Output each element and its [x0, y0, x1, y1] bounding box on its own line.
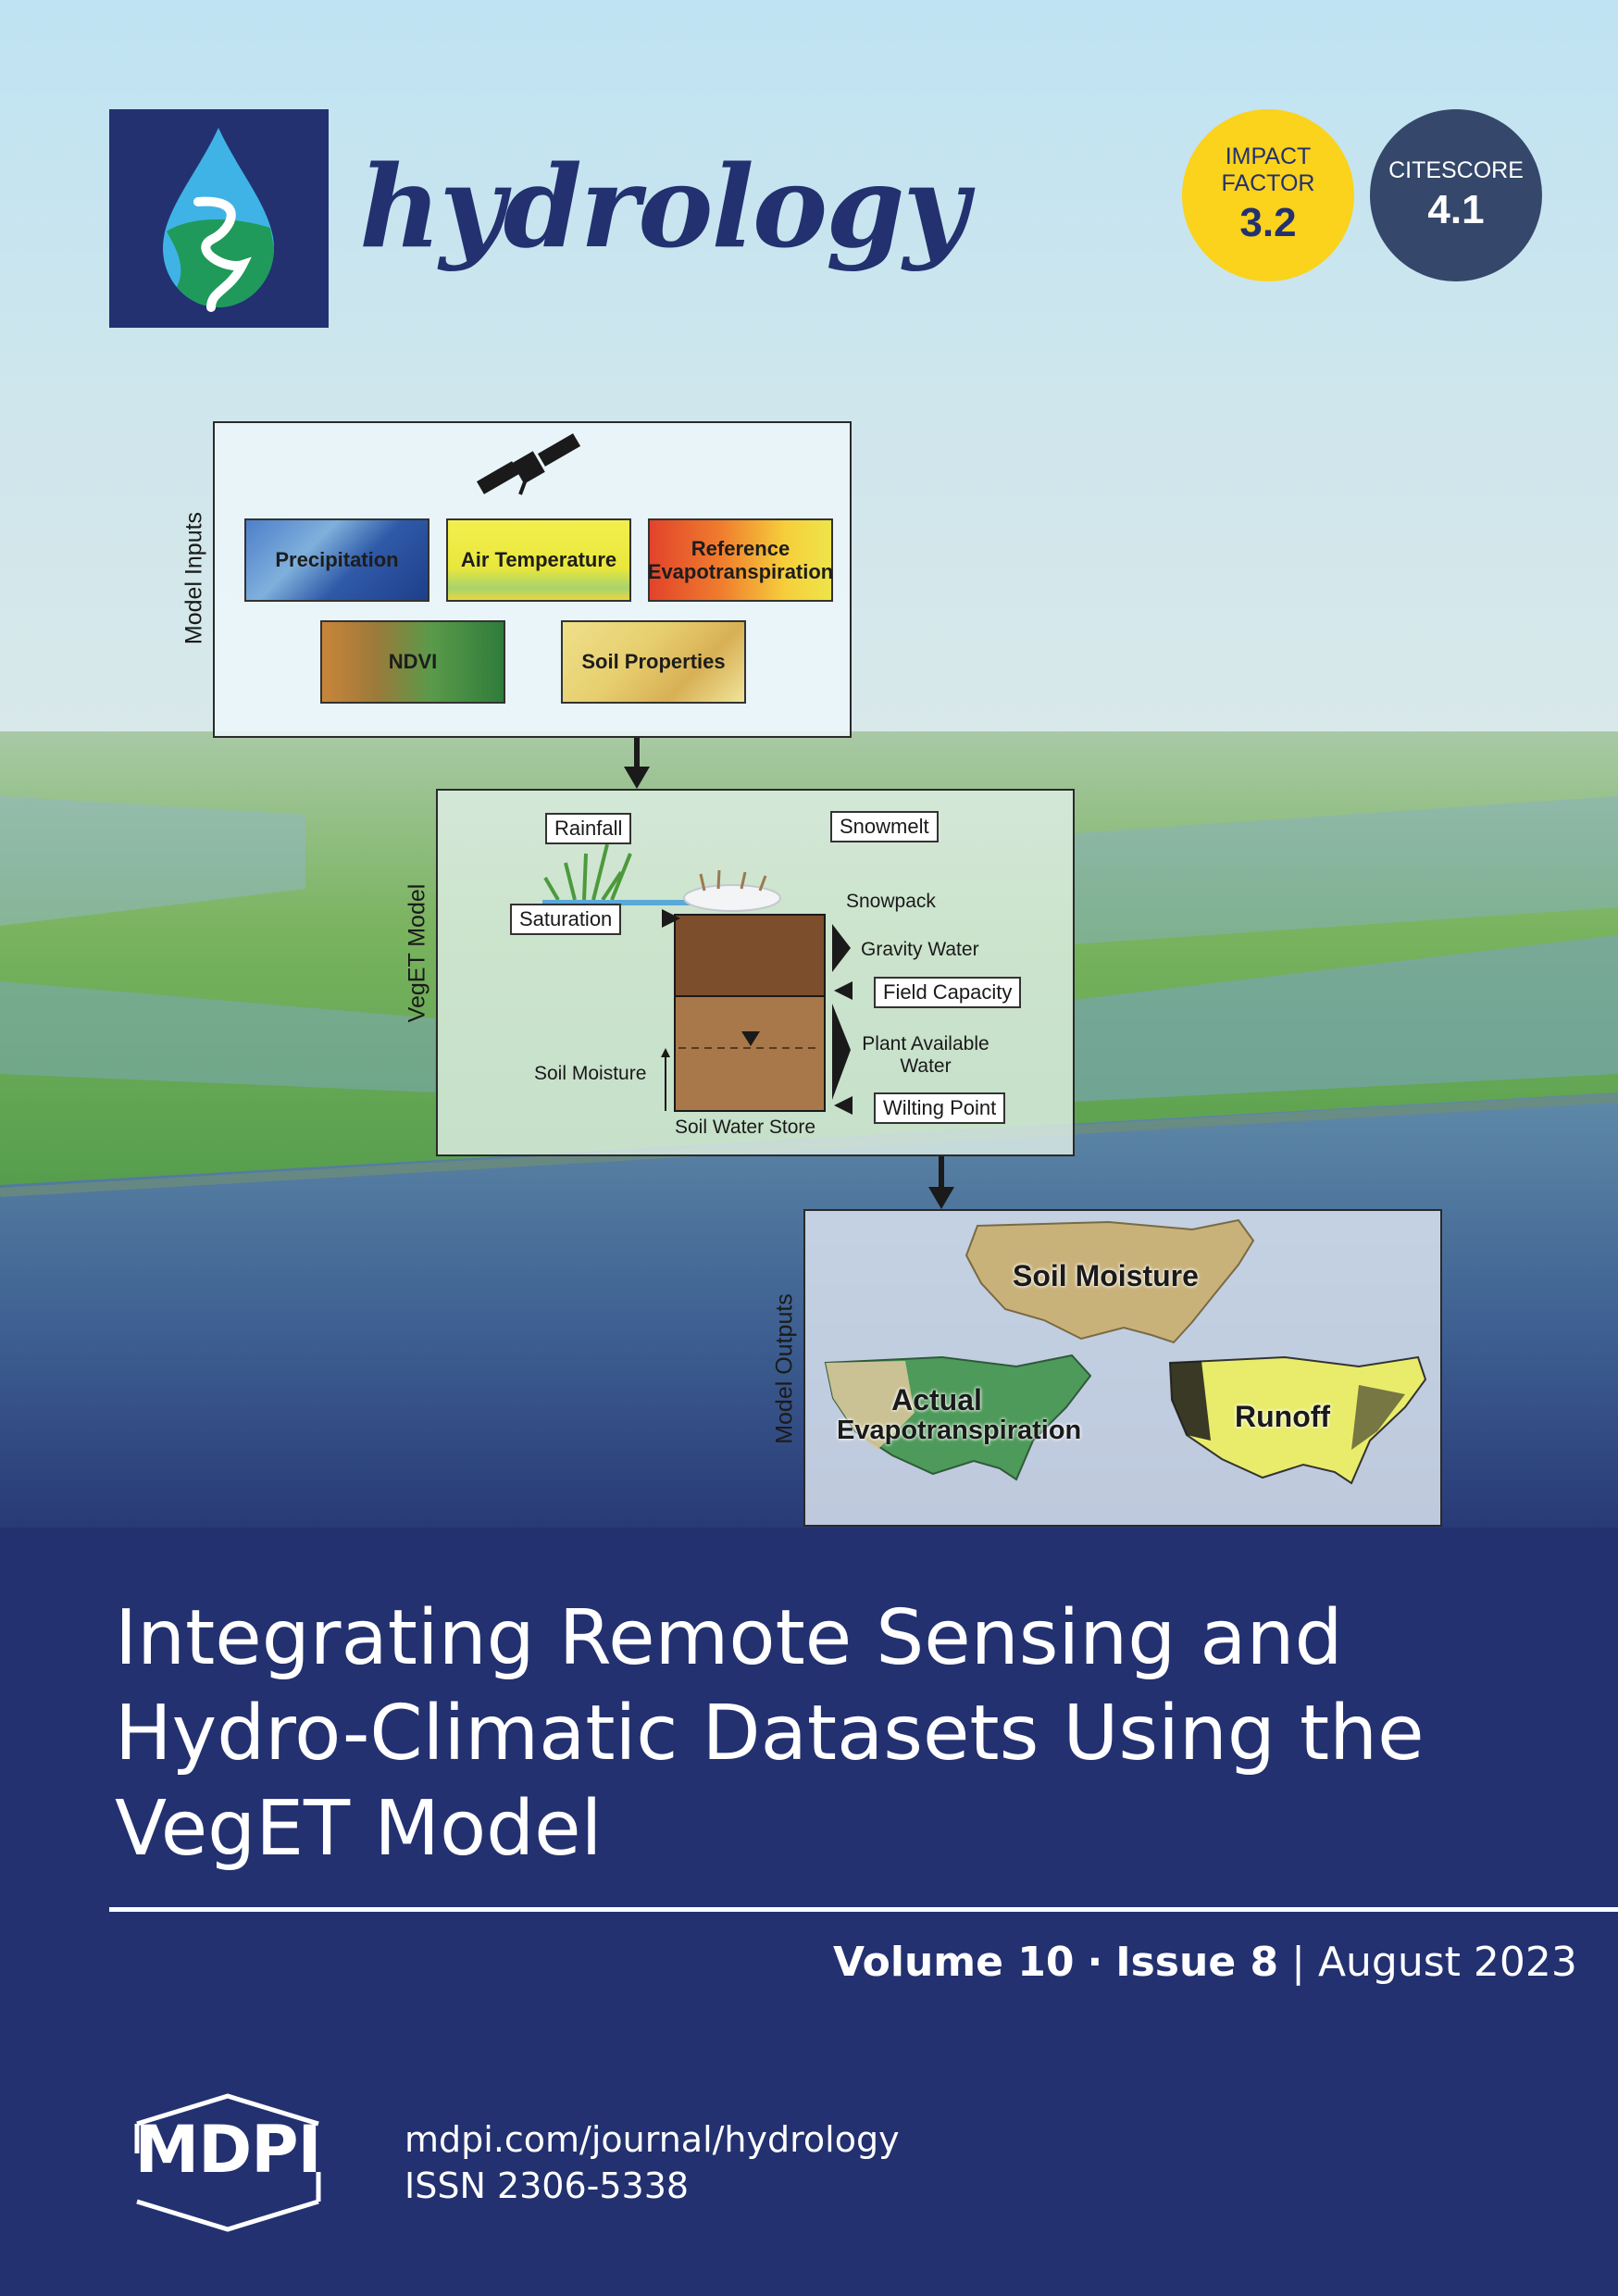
map-label-actual-et: Actual Evapotranspiration	[837, 1383, 1082, 1445]
output-maps	[824, 1218, 1427, 1485]
journal-logo	[109, 109, 329, 328]
tile-reference-evapotranspiration: Reference Evapotranspiration	[648, 518, 833, 602]
issue-separator: ·	[1087, 1939, 1103, 1986]
issue-divider: |	[1291, 1939, 1305, 1986]
water-drop-icon	[163, 128, 274, 312]
label-saturation: Saturation	[510, 904, 622, 935]
journal-name: hydrology	[359, 140, 968, 273]
citescore-badge: CITESCORE 4.1	[1370, 109, 1542, 281]
article-title: Integrating Remote Sensing and Hydro-Cli…	[115, 1591, 1559, 1877]
label-plant-available-water: Plant Available Water	[859, 1033, 992, 1078]
issue-number: Issue 8	[1115, 1939, 1279, 1986]
mdpi-logo-hexagon	[134, 2093, 321, 2232]
impact-factor-label-2: FACTOR	[1221, 170, 1315, 196]
label-gravity-water: Gravity Water	[861, 939, 979, 960]
journal-issn: ISSN 2306-5338	[404, 2165, 690, 2206]
label-plant-available-2: Water	[900, 1055, 952, 1077]
label-snowmelt: Snowmelt	[830, 811, 939, 842]
volume-number: Volume 10	[833, 1939, 1075, 1986]
arrow-head-2	[928, 1187, 954, 1209]
soil-column-diagram	[542, 843, 853, 1115]
impact-factor-label-1: IMPACT	[1225, 144, 1312, 169]
journal-url[interactable]: mdpi.com/journal/hydrology	[404, 2119, 900, 2160]
map-soil-moisture	[965, 1218, 1255, 1344]
impact-factor-value: 3.2	[1239, 200, 1297, 245]
impact-factor-badge: IMPACT FACTOR 3.2	[1182, 109, 1354, 281]
title-divider	[109, 1907, 1618, 1912]
tile-ref-line2: Evapotranspiration	[647, 560, 834, 583]
tile-soil-properties: Soil Properties	[561, 620, 746, 704]
citescore-value: 4.1	[1427, 186, 1485, 232]
tile-ndvi: NDVI	[320, 620, 505, 704]
citescore-label: CITESCORE	[1388, 156, 1524, 183]
label-soil-moisture: Soil Moisture	[534, 1063, 647, 1084]
tile-precipitation: Precipitation	[244, 518, 429, 602]
label-wilting-point: Wilting Point	[874, 1092, 1006, 1124]
model-outputs-label: Model Outputs	[771, 1293, 798, 1444]
issue-info: Volume 10 · Issue 8 | August 2023	[833, 1939, 1577, 1986]
label-field-capacity: Field Capacity	[874, 977, 1022, 1008]
label-plant-available-1: Plant Available	[862, 1033, 989, 1054]
veget-model-label: VegET Model	[404, 883, 430, 1023]
label-rainfall: Rainfall	[545, 813, 632, 844]
article-title-line3: VegET Model	[115, 1785, 603, 1873]
article-title-line1: Integrating Remote Sensing and	[115, 1594, 1343, 1682]
model-inputs-label: Model Inputs	[180, 511, 207, 645]
label-soil-water-store: Soil Water Store	[675, 1117, 816, 1138]
map-label-aet-2: Evapotranspiration	[837, 1415, 1082, 1445]
map-label-aet-1: Actual	[891, 1383, 982, 1416]
tile-air-temperature: Air Temperature	[446, 518, 631, 602]
satellite-icon	[476, 433, 581, 495]
tile-ref-line1: Reference	[691, 536, 790, 560]
article-title-line2: Hydro-Climatic Datasets Using the	[115, 1690, 1425, 1778]
label-snowpack: Snowpack	[846, 891, 936, 912]
mdpi-logo-text: MDPI	[134, 2112, 321, 2188]
issue-date: August 2023	[1317, 1939, 1577, 1986]
map-label-runoff: Runoff	[1235, 1400, 1331, 1433]
arrow-head-1	[624, 767, 650, 789]
map-label-soil-moisture: Soil Moisture	[1013, 1259, 1199, 1292]
